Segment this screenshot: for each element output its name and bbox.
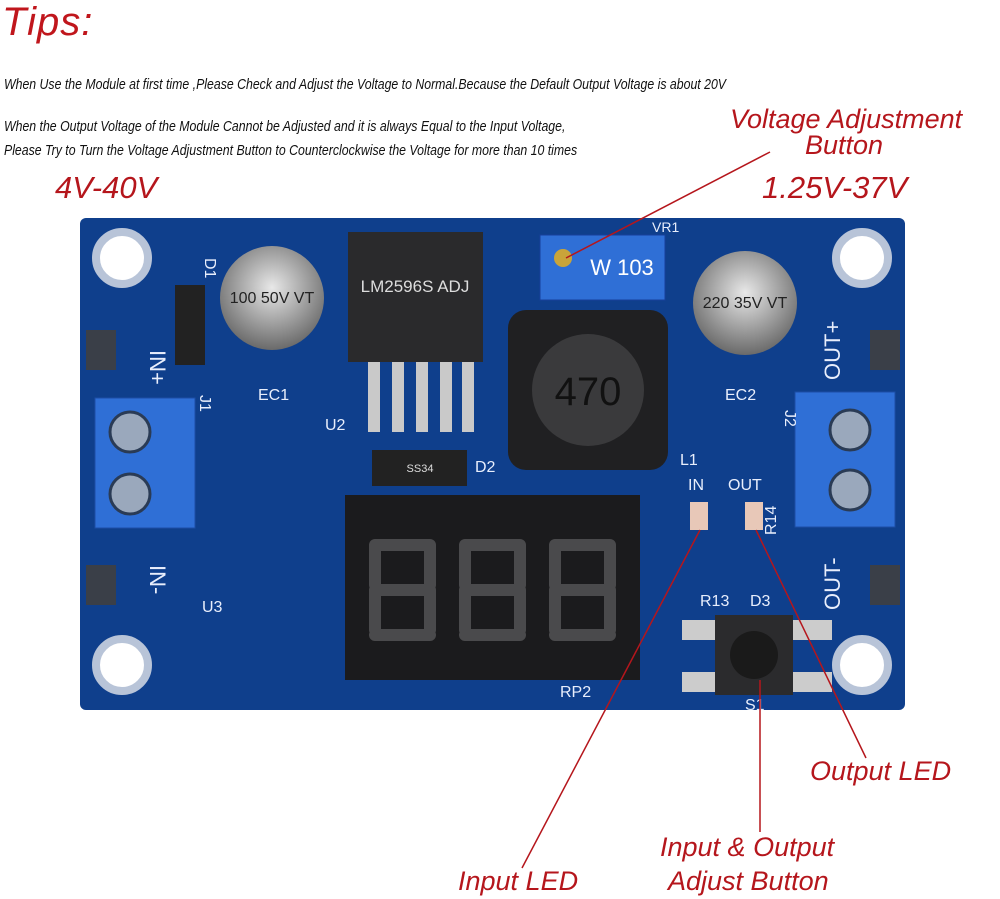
svg-text:IN: IN xyxy=(688,477,704,494)
seven-segment-display xyxy=(345,495,640,680)
svg-text:EC1: EC1 xyxy=(258,387,289,404)
callout-voltage-adjustment: Voltage Adjustment xyxy=(730,104,963,134)
voltage-adjust-pointer xyxy=(565,151,771,259)
svg-text:IN-: IN- xyxy=(145,565,170,594)
output-led xyxy=(745,502,763,530)
svg-text:EC2: EC2 xyxy=(725,387,756,404)
svg-text:U2: U2 xyxy=(325,417,346,434)
capacitor-ec1: 100 50V VT xyxy=(220,246,324,350)
input-led-pointer xyxy=(521,529,701,869)
svg-text:OUT: OUT xyxy=(728,477,762,494)
svg-text:S1: S1 xyxy=(745,697,765,714)
svg-text:D1: D1 xyxy=(201,258,218,279)
input-voltage-range: 4V-40V xyxy=(55,170,158,205)
output-terminal-block xyxy=(794,391,896,528)
svg-text:VR1: VR1 xyxy=(652,219,679,235)
inductor-l1: 470 xyxy=(508,310,668,470)
svg-text:D2: D2 xyxy=(475,459,496,476)
svg-text:RP2: RP2 xyxy=(560,684,591,701)
mounting-holes xyxy=(92,228,892,695)
svg-text:R13: R13 xyxy=(700,593,729,610)
callout-voltage-adjustment-button: Button xyxy=(805,130,884,160)
tip-note-2: When the Output Voltage of the Module Ca… xyxy=(4,118,566,135)
svg-text:OUT+: OUT+ xyxy=(820,321,845,380)
tip-note-1: When Use the Module at first time ,Pleas… xyxy=(4,76,727,93)
regulator-ic-u2: LM2596S ADJ xyxy=(348,232,483,432)
tip-note-3: Please Try to Turn the Voltage Adjustmen… xyxy=(4,142,578,159)
input-led xyxy=(690,502,708,530)
callout-adjust-button-2: Adjust Button xyxy=(668,866,829,896)
svg-text:J2: J2 xyxy=(781,410,798,427)
svg-text:D3: D3 xyxy=(750,593,771,610)
callout-output-led: Output LED xyxy=(810,756,952,786)
svg-text:IN+: IN+ xyxy=(145,350,170,385)
svg-text:J1: J1 xyxy=(196,395,213,412)
adjust-push-button[interactable] xyxy=(682,615,832,695)
svg-text:L1: L1 xyxy=(680,452,698,469)
svg-text:R14: R14 xyxy=(763,506,780,535)
svg-text:OUT-: OUT- xyxy=(820,557,845,610)
output-led-pointer xyxy=(755,529,867,759)
output-voltage-range: 1.25V-37V xyxy=(762,170,908,205)
voltage-adjustment-potentiometer[interactable]: W 103 xyxy=(539,234,666,301)
diode-d2: SS34 xyxy=(372,450,467,486)
diode-d1 xyxy=(175,285,205,365)
svg-text:100 50V VT: 100 50V VT xyxy=(230,290,315,307)
svg-text:LM2596S ADJ: LM2596S ADJ xyxy=(361,277,470,296)
callout-adjust-button-1: Input & Output xyxy=(660,832,835,862)
callout-input-led: Input LED xyxy=(458,866,579,896)
capacitor-ec2: 220 35V VT xyxy=(693,251,797,355)
input-terminal-block xyxy=(94,397,196,529)
svg-text:U3: U3 xyxy=(202,599,223,616)
tips-heading: Tips: xyxy=(2,0,94,44)
callout-lines xyxy=(521,151,867,869)
svg-text:W 103: W 103 xyxy=(590,255,654,280)
svg-text:220 35V VT: 220 35V VT xyxy=(703,295,788,312)
svg-text:SS34: SS34 xyxy=(407,463,434,475)
svg-text:470: 470 xyxy=(555,370,622,414)
